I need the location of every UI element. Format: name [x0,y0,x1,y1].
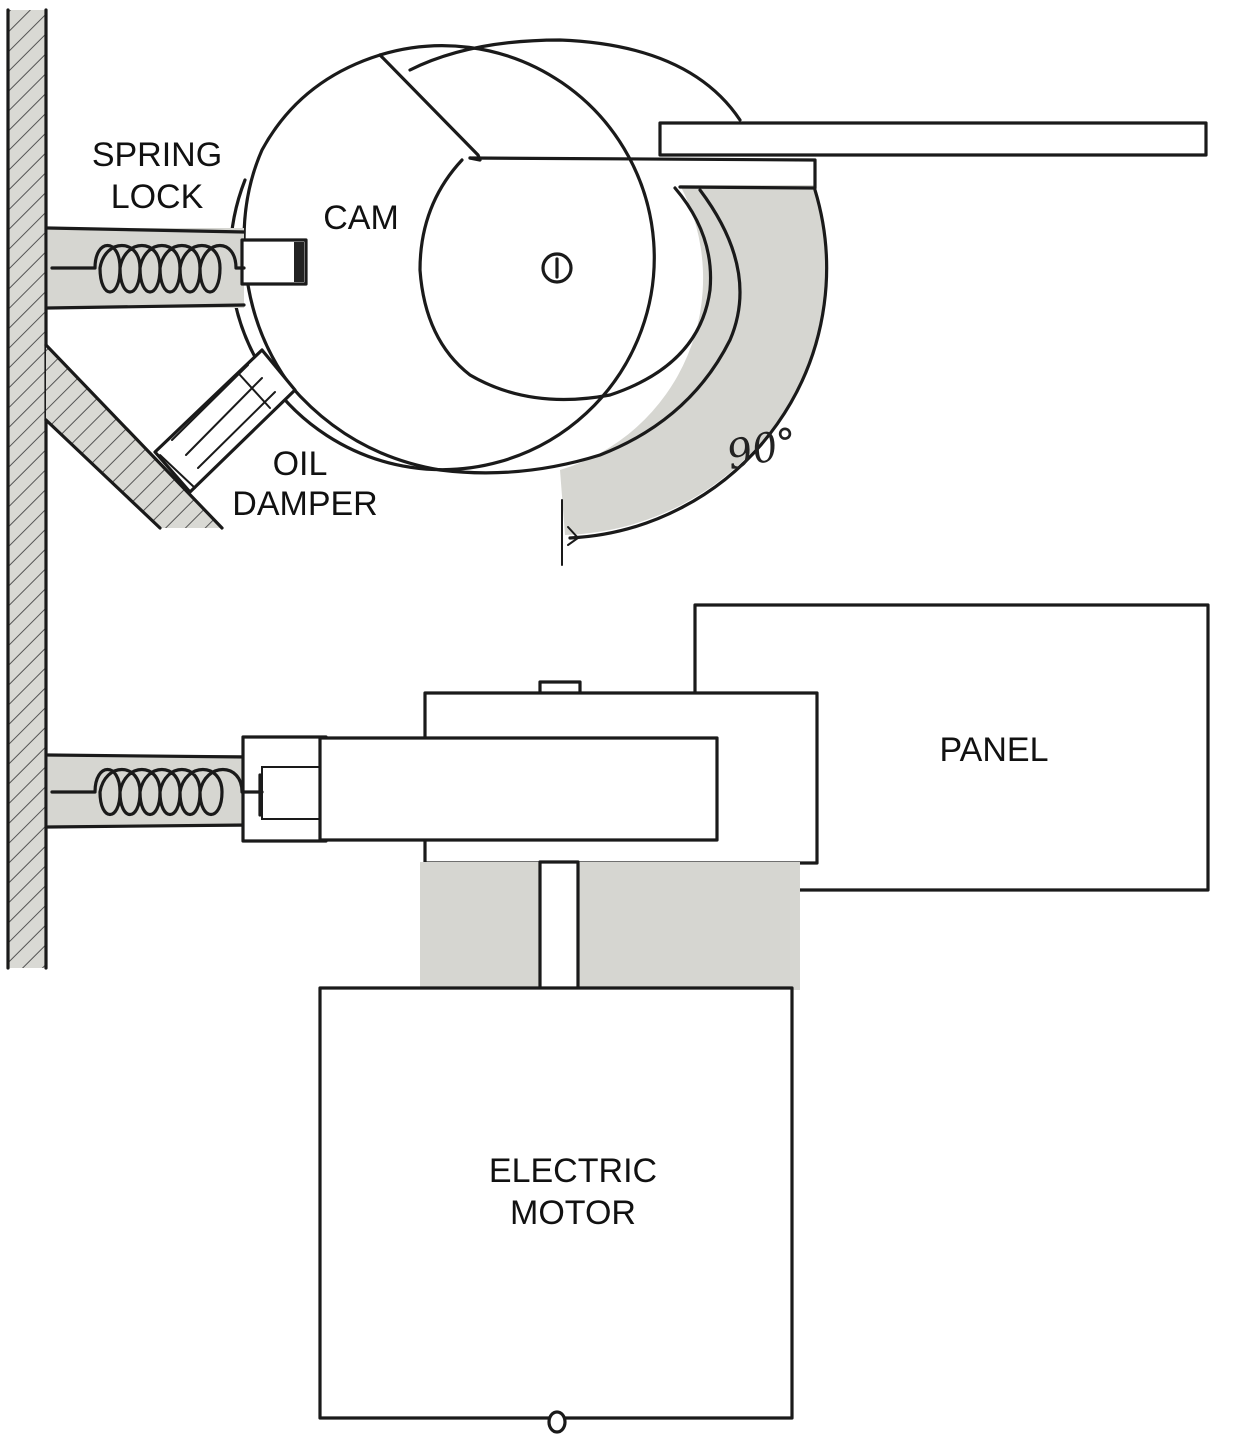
lower-spring-lock [46,735,328,843]
electric-motor-label-line1: ELECTRIC [489,1152,657,1190]
motor-shaft [420,860,800,992]
electric-motor [318,986,794,1434]
rotation-arc [560,185,829,566]
cam [228,38,817,475]
spring-lock-label-line1: SPRING [92,136,222,174]
cam-arm [658,121,1208,157]
panel-label: PANEL [940,731,1049,769]
upper-spring-lock [46,226,308,310]
spring-lock-label-line2: LOCK [111,178,204,216]
oil-damper-label-line1: OIL [273,445,328,483]
cam-label: CAM [323,199,399,237]
oil-damper [153,348,297,494]
wall [6,8,48,970]
electric-motor-label-line2: MOTOR [510,1194,636,1232]
damper-bracket [44,343,224,530]
oil-damper-label-line2: DAMPER [232,485,377,523]
hub-block [318,680,819,865]
